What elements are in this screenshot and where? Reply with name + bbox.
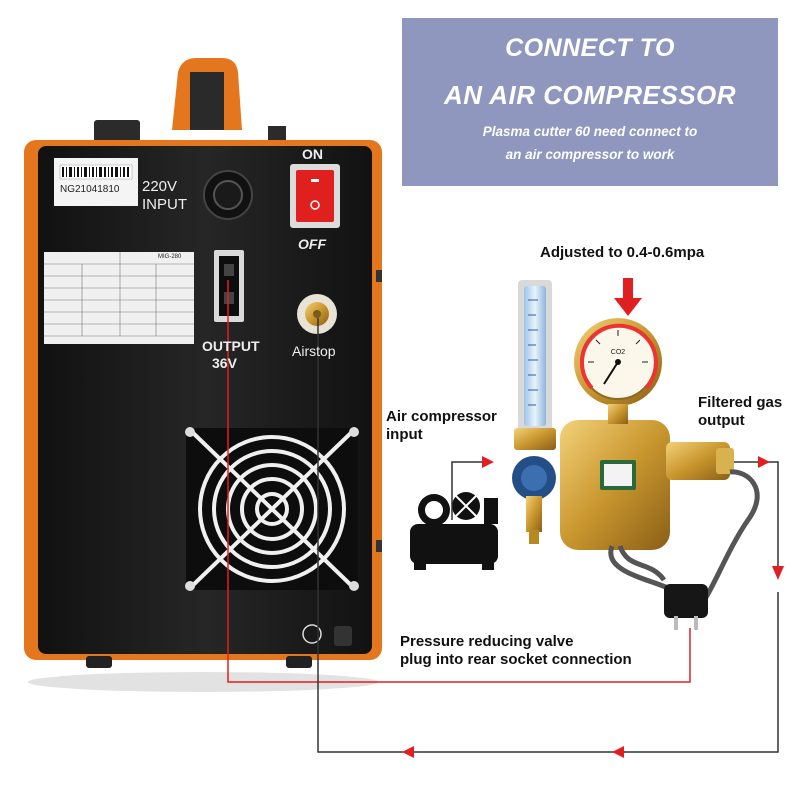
title-banner: CONNECT TO AN AIR COMPRESSOR Plasma cutt… bbox=[402, 18, 778, 186]
gas-output-label-line2: output bbox=[698, 412, 745, 429]
flow-arrows bbox=[402, 456, 784, 758]
air-port-label: Airstop bbox=[292, 343, 336, 359]
banner-subtitle-line2: an air compressor to work bbox=[505, 147, 675, 162]
pointer-arrow bbox=[614, 278, 642, 316]
output-label: OUTPUT bbox=[202, 338, 260, 354]
gas-output-label-line1: Filtered gas bbox=[698, 394, 783, 411]
banner-title-line1: CONNECT TO bbox=[505, 34, 675, 62]
switch-on-label: ON bbox=[302, 146, 323, 162]
banner-subtitle-line1: Plasma cutter 60 need connect to bbox=[482, 124, 698, 139]
valve-plug-label-line1: Pressure reducing valve bbox=[400, 633, 574, 650]
serial-label: NG21041810 bbox=[60, 184, 120, 195]
banner-title-line2: AN AIR COMPRESSOR bbox=[443, 80, 737, 110]
gas-connection-line bbox=[317, 318, 779, 753]
air-input-label-line1: Air compressor bbox=[386, 408, 497, 425]
ground-symbol bbox=[302, 624, 322, 644]
nameplate bbox=[44, 252, 194, 344]
input-label: INPUT bbox=[142, 196, 187, 213]
output-voltage-label: 36V bbox=[212, 355, 237, 371]
pressure-setting-label: Adjusted to 0.4-0.6mpa bbox=[540, 244, 705, 261]
valve-plug-label-line2: plug into rear socket connection bbox=[400, 651, 632, 668]
power-connection-line bbox=[227, 280, 691, 683]
compressor-tank bbox=[410, 524, 498, 564]
input-voltage-label: 220V bbox=[142, 178, 178, 195]
outlet-fitting bbox=[666, 442, 730, 480]
switch-off-label: OFF bbox=[298, 236, 326, 252]
air-compressor bbox=[410, 492, 498, 570]
nameplate-model: MIG-280 bbox=[158, 254, 182, 260]
gauge-unit-label: CO2 bbox=[611, 349, 626, 356]
flowmeter-tube bbox=[524, 286, 546, 426]
power-plug bbox=[664, 584, 708, 618]
welder-machine bbox=[24, 58, 382, 692]
pressure-regulator: CO2 bbox=[512, 280, 760, 630]
air-input-label-line2: input bbox=[386, 426, 423, 443]
